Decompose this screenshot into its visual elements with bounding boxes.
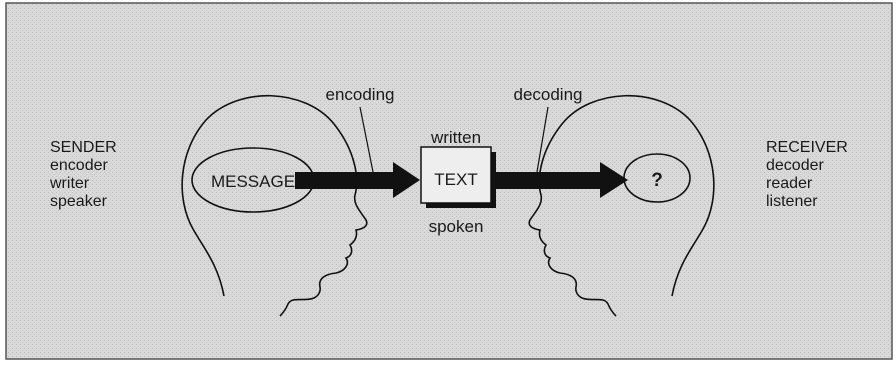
- receiver-head-outline: [528, 94, 715, 317]
- receiver-title: RECEIVER: [766, 139, 848, 156]
- unknown-label: ?: [651, 170, 663, 191]
- sender-role-3: speaker: [50, 193, 108, 210]
- decoding-arrow: [492, 162, 628, 198]
- text-box: [420, 146, 492, 204]
- sender-role-2: writer: [49, 175, 90, 192]
- encoding-label: encoding: [325, 85, 394, 104]
- message-label: MESSAGE: [211, 172, 295, 191]
- decoding-leader-line: [536, 106, 549, 173]
- sender-block: SENDER encoder writer speaker: [49, 139, 117, 210]
- written-label: written: [430, 128, 481, 147]
- receiver-block: RECEIVER decoder reader listener: [766, 139, 848, 210]
- spoken-label: spoken: [429, 217, 484, 236]
- receiver-role-2: reader: [766, 175, 813, 192]
- encoding-arrow: [295, 162, 420, 198]
- sender-title: SENDER: [50, 139, 117, 156]
- sender-head-outline: [181, 94, 368, 317]
- sender-role-1: encoder: [50, 157, 108, 174]
- receiver-role-1: decoder: [766, 157, 824, 174]
- receiver-role-3: listener: [766, 193, 818, 210]
- encoding-leader-line: [359, 106, 374, 173]
- decoding-label: decoding: [513, 85, 582, 104]
- text-box-label: TEXT: [434, 170, 477, 189]
